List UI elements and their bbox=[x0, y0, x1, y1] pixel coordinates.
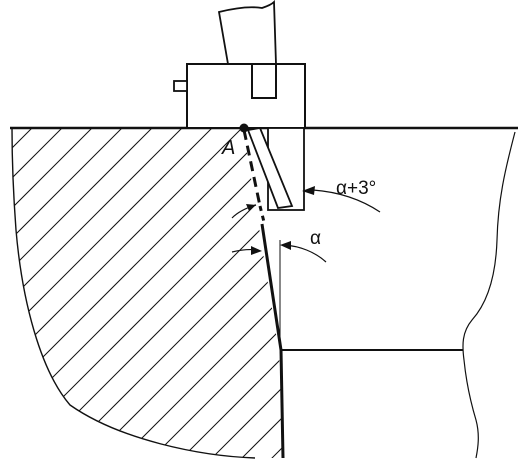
holder-slot bbox=[251, 63, 277, 99]
point-a-label: A bbox=[221, 137, 235, 159]
tool-shank bbox=[217, 0, 277, 65]
holder-screw bbox=[173, 80, 188, 92]
right-break-line bbox=[462, 131, 516, 459]
cut-boundary bbox=[242, 129, 285, 459]
angle-outer-label: α+3° bbox=[336, 178, 376, 199]
arrowhead-inner-right bbox=[280, 241, 291, 250]
arrowhead-inner-left bbox=[251, 246, 262, 255]
angle-inner-label: α bbox=[310, 228, 321, 249]
hatched-section bbox=[11, 127, 283, 459]
arrowhead-outer-right bbox=[302, 186, 315, 195]
arrowhead-outer-left bbox=[246, 204, 256, 211]
point-a-marker bbox=[239, 123, 249, 133]
tool-holder-body bbox=[186, 63, 306, 129]
cutting-insert bbox=[246, 126, 294, 209]
